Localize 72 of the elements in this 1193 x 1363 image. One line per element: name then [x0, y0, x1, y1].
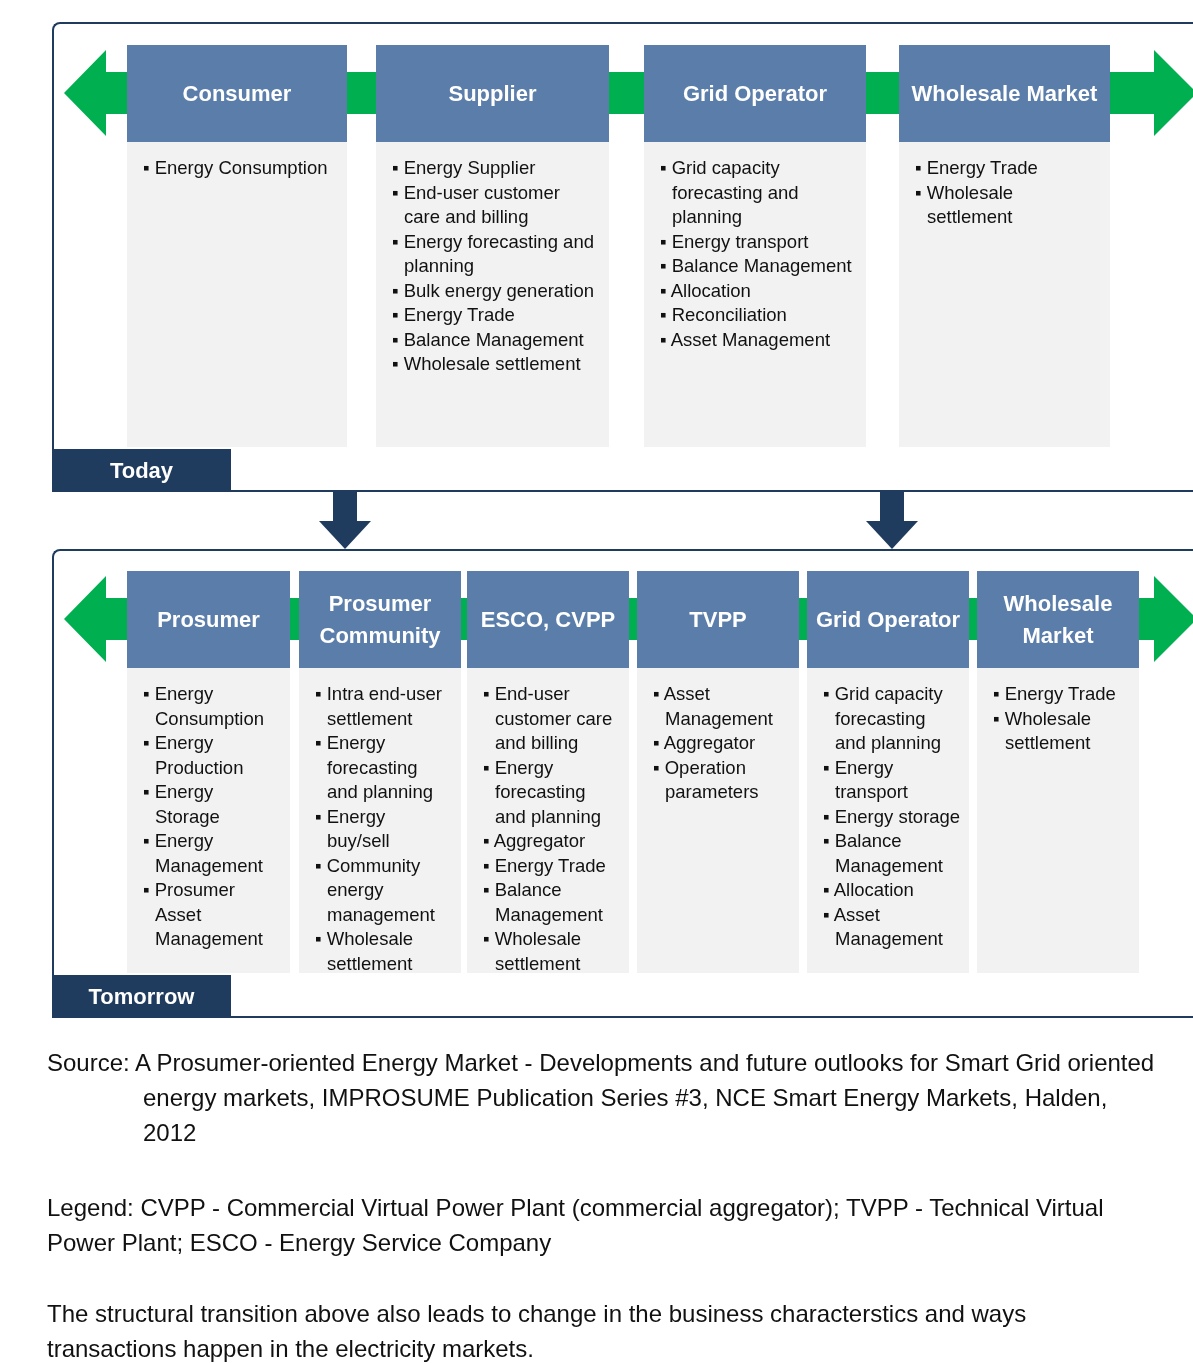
column-header: Consumer: [127, 45, 347, 142]
list-item: ▪ Energy forecasting and planning: [315, 731, 434, 804]
arrow: [866, 492, 918, 549]
list-item: ▪ Prosumer Asset Management: [143, 878, 264, 951]
note-text: The structural transition above also leads to change in the business characterstics and ways transactions happen in the electricity markets.: [47, 1299, 1028, 1363]
column-header: TVPP: [637, 571, 799, 668]
list-item: ▪ Wholesale settlement: [993, 706, 1093, 755]
list-item: ▪ Asset Management: [653, 682, 774, 731]
list-item: ▪ Energy Trade: [392, 303, 516, 327]
list-item: ▪ Energy forecasting and planning: [483, 755, 602, 829]
list-item: ▪ Community energy management: [315, 853, 436, 927]
list-item: ▪ Operation parameters: [653, 755, 760, 804]
column-card: [127, 45, 347, 447]
list-item: ▪ Aggregator: [483, 829, 587, 853]
list-item: ▪ Wholesale settlement: [483, 927, 583, 976]
list-item: ▪ Asset Management: [823, 902, 944, 951]
list-item: ▪ Bulk energy generation: [392, 278, 595, 303]
list-item: ▪ Grid capacity forecasting and planning: [823, 682, 944, 755]
list-item: ▪ Energy transport: [823, 755, 909, 804]
column-card: [299, 571, 461, 973]
list-item: ▪ Allocation: [660, 278, 752, 303]
list-item: ▪ Energy Trade: [483, 853, 607, 878]
column-header: Wholesale Market: [977, 571, 1139, 668]
list-item: ▪ Balance Management: [660, 254, 853, 278]
list-item: ▪ Energy transport: [660, 229, 810, 254]
list-item: ▪ Energy Supplier: [392, 156, 537, 180]
list-item: ▪ Aggregator: [653, 731, 757, 755]
panel-tab: Today: [52, 449, 231, 492]
column-card: [644, 45, 866, 447]
list-item: ▪ Energy Consumption: [143, 156, 329, 180]
list-item: ▪ Wholesale settlement: [315, 927, 415, 976]
list-item: ▪ Balance Management: [823, 829, 944, 878]
column-card: [376, 45, 609, 447]
column-header: Wholesale Market: [899, 45, 1110, 142]
list-item: ▪ Balance Management: [483, 878, 604, 927]
note-text: Source: A Prosumer-oriented Energy Market - Developments and future outlooks for Smart Grid oriented energy markets, IMPROSUME Publication Series #3, NCE Smart Energy Markets, Halden, 2012: [47, 1048, 1156, 1148]
list-item: ▪ Energy Production: [143, 731, 245, 780]
column-header: Grid Operator: [644, 45, 866, 142]
column-header: Supplier: [376, 45, 609, 142]
column-card: [899, 45, 1110, 447]
note-text: Legend: CVPP - Commercial Virtual Power Plant (commercial aggregator); TVPP - Technical Virtual Power Plant; ESCO - Energy Service Company: [47, 1193, 1105, 1258]
arrow: [319, 492, 371, 549]
list-item: ▪ End-user customer care and billing: [483, 682, 614, 755]
list-item: ▪ Energy Trade: [993, 682, 1117, 706]
list-item: ▪ Intra end-user settlement: [315, 682, 443, 731]
panel-frame: [52, 22, 1193, 492]
column-card: [637, 571, 799, 973]
list-item: ▪ Energy Storage: [143, 780, 221, 829]
list-item: ▪ Energy Management: [143, 829, 264, 878]
column-card: [467, 571, 629, 973]
list-item: ▪ End-user customer care and billing: [392, 180, 561, 229]
list-item: ▪ Energy forecasting and planning: [392, 229, 595, 278]
panel-tab: Tomorrow: [52, 975, 231, 1018]
list-item: ▪ Balance Management: [392, 327, 585, 352]
list-item: ▪ Energy storage: [823, 804, 961, 829]
column-card: [127, 571, 290, 973]
list-item: ▪ Wholesale settlement: [392, 352, 582, 376]
list-item: ▪ Grid capacity forecasting and planning: [660, 156, 800, 229]
column-card: [977, 571, 1139, 973]
list-item: ▪ Reconciliation: [660, 303, 788, 327]
list-item: ▪ Allocation: [823, 878, 915, 902]
column-header: Grid Operator: [807, 571, 969, 668]
column-header: Prosumer Community: [299, 571, 461, 668]
list-item: ▪ Energy Consumption: [143, 682, 265, 731]
column-card: [807, 571, 969, 973]
list-item: ▪ Energy Trade: [915, 156, 1039, 180]
list-item: ▪ Asset Management: [660, 327, 832, 352]
list-item: ▪ Energy buy/sell: [315, 804, 391, 853]
panel-frame: [52, 549, 1193, 1018]
column-header: ESCO, CVPP: [467, 571, 629, 668]
list-item: ▪ Wholesale settlement: [915, 180, 1015, 229]
column-header: Prosumer: [127, 571, 290, 668]
